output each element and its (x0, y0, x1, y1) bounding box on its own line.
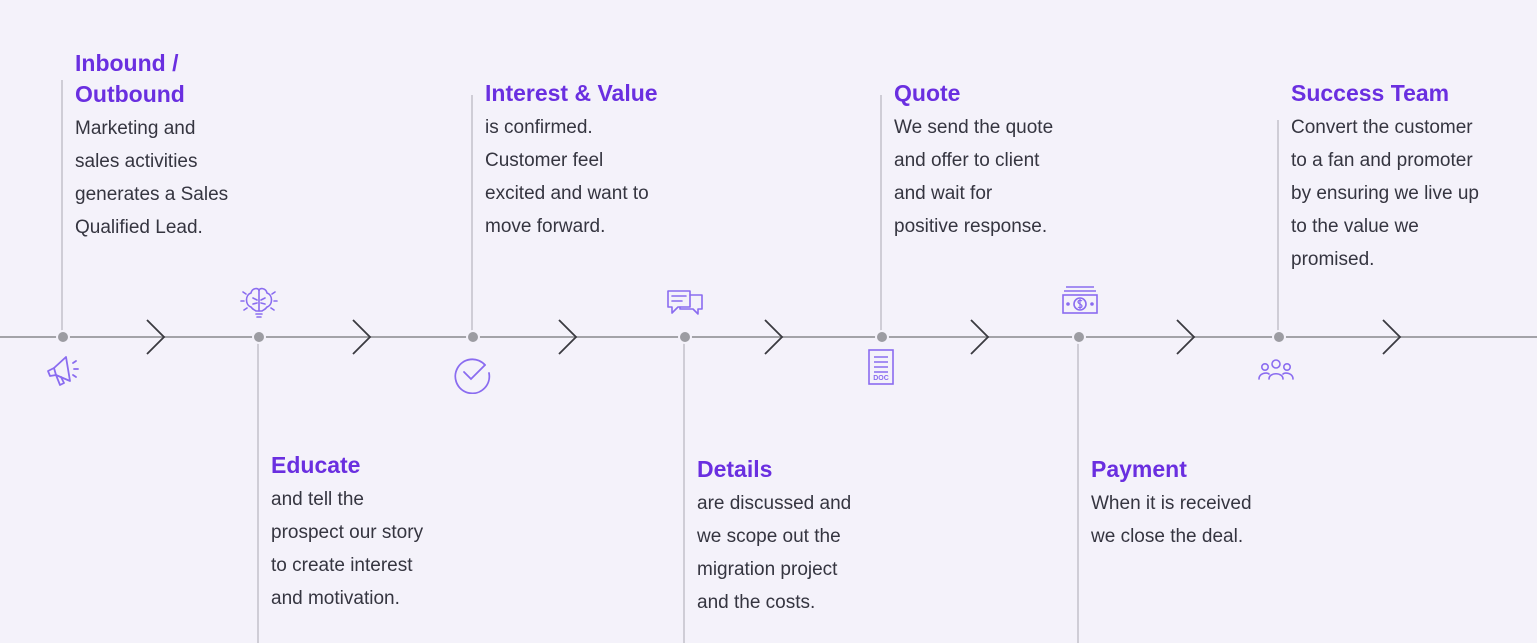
chevron-right-icon (968, 318, 992, 356)
step-description: Marketing and sales activities generates… (75, 118, 229, 238)
step-description: We send the quote and offer to client an… (894, 117, 1054, 237)
timeline-dot (678, 330, 692, 344)
step-educate: Educate and tell the prospect our story … (271, 450, 423, 615)
team-icon (1257, 357, 1295, 383)
check-circle-icon (451, 352, 493, 394)
connector-line (1277, 120, 1279, 337)
timeline-dot (875, 330, 889, 344)
step-inbound-outbound: Inbound / Outbound Marketing and sales a… (75, 48, 228, 244)
megaphone-icon (44, 351, 82, 389)
step-description: are discussed and we scope out the migra… (697, 493, 852, 613)
brain-icon (239, 283, 279, 323)
step-title: Success Team (1291, 80, 1450, 106)
step-details: Details are discussed and we scope out t… (697, 454, 851, 619)
timeline-dot (466, 330, 480, 344)
chevron-right-icon (762, 318, 786, 356)
step-title: Inbound / Outbound (75, 50, 185, 107)
document-icon-label: DOC (873, 375, 889, 382)
step-title: Quote (894, 80, 961, 106)
step-description: is confirmed. Customer feel excited and … (485, 117, 649, 237)
chevron-right-icon (144, 318, 168, 356)
timeline-dot (1272, 330, 1286, 344)
connector-line (1077, 337, 1079, 643)
step-success-team: Success Team Convert the customer to a f… (1291, 78, 1479, 276)
chevron-right-icon (1380, 318, 1404, 356)
connector-line (471, 95, 473, 337)
connector-line (61, 80, 63, 337)
connector-line (683, 337, 685, 643)
step-description: and tell the prospect our story to creat… (271, 489, 424, 609)
chevron-right-icon (556, 318, 580, 356)
step-description: When it is received we close the deal. (1091, 493, 1252, 547)
timeline-line (0, 336, 1537, 338)
chevron-right-icon (350, 318, 374, 356)
step-title: Interest & Value (485, 80, 658, 106)
money-icon (1061, 284, 1099, 316)
document-icon: DOC (867, 348, 895, 386)
chat-bubbles-icon (666, 285, 704, 319)
step-title: Payment (1091, 456, 1187, 482)
step-payment: Payment When it is received we close the… (1091, 454, 1252, 553)
step-interest-value: Interest & Value is confirmed. Customer … (485, 78, 658, 243)
step-description: Convert the customer to a fan and promot… (1291, 117, 1479, 270)
timeline-dot (1072, 330, 1086, 344)
connector-line (257, 337, 259, 643)
step-title: Details (697, 456, 773, 482)
timeline-dot (56, 330, 70, 344)
chevron-right-icon (1174, 318, 1198, 356)
connector-line (880, 95, 882, 337)
step-title: Educate (271, 452, 361, 478)
step-quote: Quote We send the quote and offer to cli… (894, 78, 1053, 243)
timeline-dot (252, 330, 266, 344)
